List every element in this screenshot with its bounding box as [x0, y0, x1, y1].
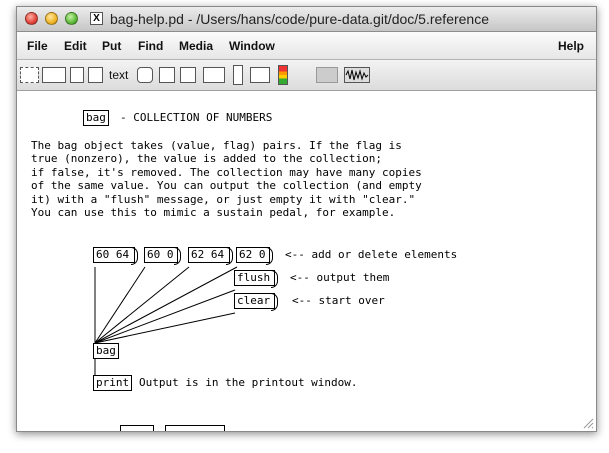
message-icon[interactable] — [42, 67, 66, 83]
menu-help[interactable]: Help — [558, 39, 585, 53]
partial-object-1[interactable] — [120, 425, 154, 431]
minimize-button[interactable] — [45, 12, 58, 25]
header-comment: - COLLECTION OF NUMBERS — [120, 111, 273, 124]
msg-clear[interactable]: clear — [234, 293, 278, 311]
patch-canvas[interactable]: bag - COLLECTION OF NUMBERS The bag obje… — [17, 91, 596, 431]
patch-cords — [94, 266, 238, 375]
hslider-icon[interactable] — [250, 67, 270, 83]
title-bar[interactable]: X bag-help.pd - /Users/hans/code/pure-da… — [17, 7, 596, 32]
zoom-button[interactable] — [65, 12, 78, 25]
msg-60-0[interactable]: 60 0 — [144, 247, 181, 265]
graph-icon[interactable] — [316, 67, 338, 83]
toolbar: text — [17, 60, 596, 91]
msg-flush[interactable]: flush — [234, 270, 278, 288]
msg-62-64[interactable]: 62 64 — [188, 247, 233, 265]
menu-edit[interactable]: Edit — [64, 39, 87, 53]
comment-add-delete: <-- add or delete elements — [285, 248, 458, 261]
x11-icon: X — [90, 12, 103, 25]
menu-media[interactable]: Media — [179, 39, 214, 53]
header-bag-object[interactable]: bag — [83, 110, 109, 126]
array-icon[interactable] — [344, 67, 370, 83]
menu-window[interactable]: Window — [229, 39, 275, 53]
print-comment: Output is in the printout window. — [139, 376, 358, 389]
number-icon[interactable] — [70, 67, 84, 83]
partial-object-2[interactable] — [165, 425, 225, 431]
comment-output: <-- output them — [290, 271, 390, 284]
toggle-icon[interactable] — [159, 67, 175, 83]
window-title: bag-help.pd - /Users/hans/code/pure-data… — [110, 11, 490, 27]
print-object[interactable]: print — [93, 375, 132, 391]
resize-grip-icon[interactable] — [582, 417, 594, 429]
number2-icon[interactable] — [180, 67, 196, 83]
pd-window: X bag-help.pd - /Users/hans/code/pure-da… — [16, 6, 597, 432]
object-icon[interactable] — [20, 67, 39, 83]
menu-put[interactable]: Put — [102, 39, 122, 53]
vu-meter-icon[interactable] — [278, 65, 288, 85]
msg-60-64[interactable]: 60 64 — [93, 247, 138, 265]
vslider-icon[interactable] — [233, 65, 243, 85]
menu-find[interactable]: Find — [138, 39, 164, 53]
close-button[interactable] — [25, 12, 38, 25]
description-comment: The bag object takes (value, flag) pairs… — [31, 139, 422, 220]
comment-tool[interactable]: text — [109, 68, 129, 82]
bag-object[interactable]: bag — [93, 343, 119, 359]
msg-62-0[interactable]: 62 0 — [236, 247, 273, 265]
comment-start-over: <-- start over — [292, 294, 385, 307]
menu-file[interactable]: File — [27, 39, 48, 53]
vradio-icon[interactable] — [203, 67, 225, 83]
canvas-icon[interactable] — [291, 67, 313, 83]
symbol-icon[interactable] — [88, 67, 103, 83]
waveform-icon — [345, 69, 369, 81]
menu-bar: File Edit Put Find Media Window Help — [17, 32, 596, 60]
bang-icon[interactable] — [137, 67, 153, 83]
